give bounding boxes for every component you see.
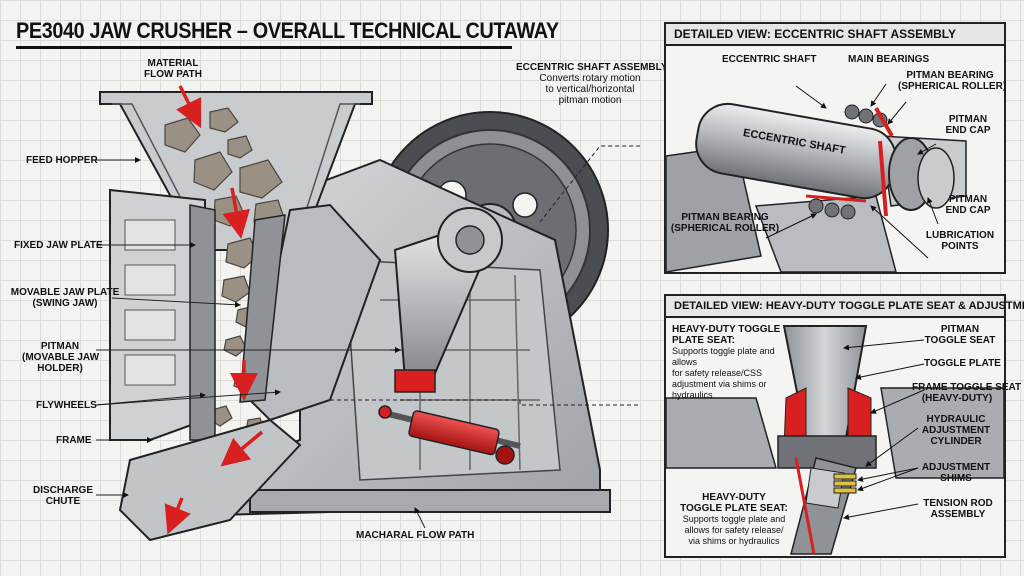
- main-cutaway-drawing: [94, 85, 640, 542]
- label-flywheels: FLYWHEELS: [36, 400, 97, 411]
- main-leader-lines: [94, 145, 640, 529]
- label-hydraulic-cylinder: HYDRAULIC ADJUSTMENT CYLINDER: [921, 414, 991, 447]
- label-lubrication-points: LUBRICATION POINTS: [925, 230, 995, 252]
- label-pitman-toggle-seat: PITMAN TOGGLE SEAT: [924, 324, 996, 346]
- panel-toggle-seat: DETAILED VIEW: HEAVY-DUTY TOGGLE PLATE S…: [664, 294, 1024, 558]
- pitman-drawing: [239, 203, 503, 422]
- panel-eccentric-shaft: DETAILED VIEW: ECCENTRIC SHAFT ASSEMBLY: [664, 22, 1006, 274]
- label-pitman: PITMAN (MOVABLE JAW HOLDER): [22, 341, 100, 374]
- label-eccentric-shaft: ECCENTRIC SHAFT: [722, 54, 817, 65]
- label-frame: FRAME: [56, 435, 92, 446]
- label-pitman-bearing-bottom: PITMAN BEARING (SPHERICAL ROLLER): [670, 212, 780, 234]
- panel-toggle-seat-title: DETAILED VIEW: HEAVY-DUTY TOGGLE PLATE S…: [666, 296, 1024, 318]
- label-material-flow-path: MATERIAL FLOW PATH: [144, 58, 202, 80]
- label-discharge-chute: DISCHARGE CHUTE: [32, 485, 93, 507]
- title-underline: [16, 46, 512, 49]
- label-frame-toggle-seat: FRAME TOGGLE SEAT (HEAVY-DUTY): [912, 382, 1022, 404]
- label-pitman-bearing-top: PITMAN BEARING (SPHERICAL ROLLER): [898, 70, 1007, 92]
- label-mechanical-flow-path: MACHARAL FLOW PATH: [356, 530, 475, 541]
- note-toggle-seat-bottom: HEAVY-DUTY TOGGLE PLATE SEAT: Supports t…: [680, 492, 788, 546]
- hydraulic-cylinder-drawing: [378, 405, 521, 465]
- label-tension-rod: TENSION ROD ASSEMBLY: [923, 498, 993, 520]
- label-feed-hopper: FEED HOPPER: [26, 155, 98, 166]
- eccentric-shaft-drawing: [666, 83, 967, 272]
- label-pitman-end-cap-2: PITMAN END CAP: [945, 194, 991, 216]
- note-toggle-seat-top: HEAVY-DUTY TOGGLE PLATE SEAT: Supports t…: [672, 324, 781, 400]
- label-fixed-jaw-plate: FIXED JAW PLATE: [14, 240, 103, 251]
- label-adjustment-shims: ADJUSTMENT SHIMS: [921, 462, 991, 484]
- label-movable-jaw-plate: MOVABLE JAW PLATE (SWING JAW): [10, 287, 120, 309]
- callout-eccentric-shaft: ECCENTRIC SHAFT ASSEMBLY: Converts rotar…: [516, 62, 671, 106]
- panel-eccentric-shaft-title: DETAILED VIEW: ECCENTRIC SHAFT ASSEMBLY: [666, 24, 1004, 46]
- toggle-seat-drawing: [666, 325, 1004, 555]
- label-main-bearings: MAIN BEARINGS: [848, 54, 930, 65]
- label-pitman-end-cap-1: PITMAN END CAP: [945, 114, 991, 136]
- label-toggle-plate: TOGGLE PLATE: [924, 358, 1001, 369]
- flow-arrows: [164, 85, 264, 535]
